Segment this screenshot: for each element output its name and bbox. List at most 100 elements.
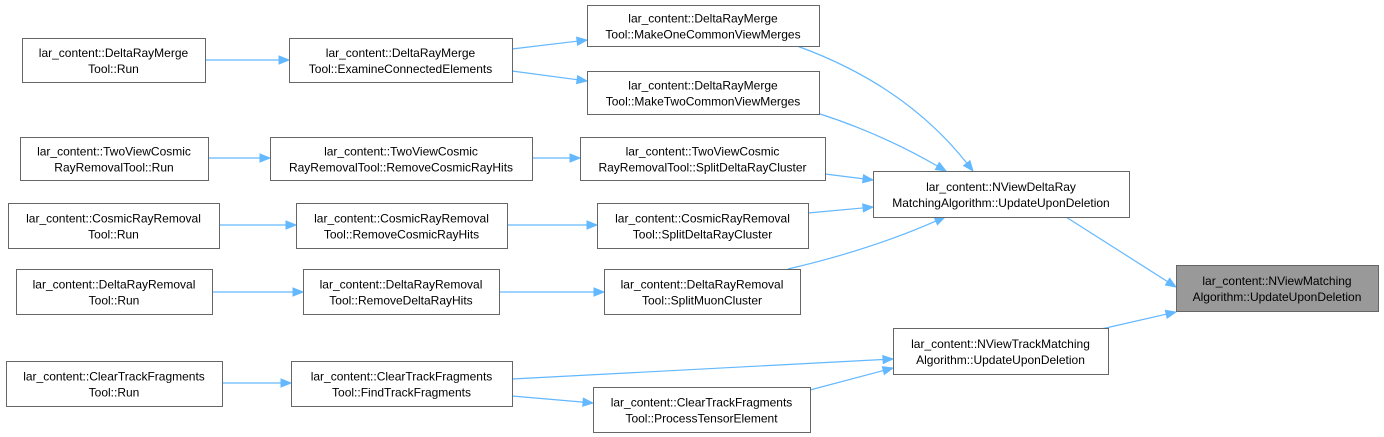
- node-label-line: lar_content::CosmicRayRemoval: [26, 212, 201, 226]
- node-root[interactable]: lar_content::NViewMatchingAlgorithm::Upd…: [1176, 265, 1379, 312]
- node-box: [873, 171, 1130, 218]
- node-label-line: RayRemovalTool::SplitDeltaRayCluster: [598, 161, 806, 175]
- node-tvremove[interactable]: lar_content::TwoViewCosmicRayRemovalTool…: [270, 137, 533, 181]
- arrowhead: [280, 378, 293, 388]
- arrowhead: [582, 397, 595, 407]
- arrowhead: [1164, 309, 1178, 319]
- edge-exam-to-mtcv: [511, 70, 589, 85]
- node-label-line: lar_content::CosmicRayRemoval: [615, 212, 790, 226]
- node-label-line: lar_content::DeltaRayMerge: [628, 79, 778, 93]
- node-label-line: RayRemovalTool::Run: [54, 161, 173, 175]
- node-label-line: Algorithm::UpdateUponDeletion: [916, 353, 1085, 367]
- edge-ctfproc-to-ntm: [809, 366, 895, 391]
- arrowhead: [962, 159, 974, 173]
- node-box: [270, 137, 533, 181]
- arrowhead: [576, 36, 589, 46]
- node-tvrun[interactable]: lar_content::TwoViewCosmicRayRemovalTool…: [20, 137, 209, 181]
- node-ctfrun[interactable]: lar_content::ClearTrackFragmentsTool::Ru…: [6, 361, 223, 407]
- node-label-line: Tool::ExamineConnectedElements: [309, 62, 492, 76]
- edge-drrun-to-drremove: [212, 287, 305, 297]
- edge-ntm-to-root: [1096, 309, 1178, 331]
- node-label-line: Tool::MakeOneCommonViewMerges: [605, 28, 800, 42]
- node-label-line: lar_content::CosmicRayRemoval: [314, 212, 489, 226]
- edge-tvremove-to-tvsplit: [532, 153, 582, 163]
- node-box: [6, 361, 223, 407]
- node-label-line: lar_content::DeltaRayMerge: [628, 12, 778, 26]
- edge-tvrun-to-tvremove: [208, 153, 272, 163]
- node-label-line: lar_content::DeltaRayRemoval: [33, 278, 196, 292]
- edge-drmrun-to-exam: [205, 55, 291, 65]
- node-box: [8, 203, 220, 249]
- edge-crrun-to-crremove: [219, 220, 298, 230]
- node-box: [296, 203, 508, 249]
- node-box: [893, 328, 1109, 375]
- node-ntm[interactable]: lar_content::NViewTrackMatchingAlgorithm…: [893, 328, 1109, 375]
- node-drremove[interactable]: lar_content::DeltaRayRemovalTool::Remove…: [303, 269, 500, 315]
- arrowhead: [569, 153, 582, 163]
- arrowhead: [881, 366, 895, 376]
- node-exam[interactable]: lar_content::DeltaRayMergeTool::ExamineC…: [289, 38, 513, 83]
- arrowhead: [862, 203, 875, 213]
- edge-mtcv-to-ndr: [816, 112, 948, 172]
- node-label-line: lar_content::NViewDeltaRay: [926, 180, 1076, 194]
- arrowhead: [933, 216, 947, 226]
- arrowhead: [285, 220, 298, 230]
- nodes-layer: lar_content::NViewMatchingAlgorithm::Upd…: [6, 5, 1379, 433]
- edge-drremove-to-drsplit: [499, 287, 606, 297]
- node-label-line: lar_content::ClearTrackFragments: [23, 370, 205, 384]
- node-label-line: RayRemovalTool::RemoveCosmicRayHits: [289, 161, 513, 175]
- node-box: [303, 269, 500, 315]
- edge-tvsplit-to-ndr: [824, 173, 875, 184]
- arrowhead: [861, 173, 875, 184]
- edge-crremove-to-crsplit: [507, 220, 599, 230]
- edge-ctfrun-to-ctffind: [222, 378, 293, 388]
- node-crremove[interactable]: lar_content::CosmicRayRemovalTool::Remov…: [296, 203, 508, 249]
- node-label-line: lar_content::TwoViewCosmic: [37, 145, 191, 159]
- node-mocv[interactable]: lar_content::DeltaRayMergeTool::MakeOneC…: [587, 5, 820, 47]
- arrowhead: [1164, 277, 1178, 288]
- node-drsplit[interactable]: lar_content::DeltaRayRemovalTool::SplitM…: [604, 269, 801, 315]
- node-mtcv[interactable]: lar_content::DeltaRayMergeTool::MakeTwoC…: [587, 71, 820, 115]
- node-label-line: Tool::RemoveCosmicRayHits: [324, 228, 479, 242]
- node-label-line: lar_content::NViewTrackMatching: [911, 337, 1090, 351]
- arrowhead: [882, 354, 895, 365]
- node-ndr[interactable]: lar_content::NViewDeltaRayMatchingAlgori…: [873, 171, 1130, 218]
- node-crsplit[interactable]: lar_content::CosmicRayRemovalTool::Split…: [597, 203, 809, 249]
- node-box: [291, 361, 513, 407]
- edge-ctffind-to-ntm: [511, 354, 895, 380]
- arrowhead: [593, 287, 606, 297]
- node-label-line: Tool::ProcessTensorElement: [625, 412, 778, 426]
- node-tvsplit[interactable]: lar_content::TwoViewCosmicRayRemovalTool…: [580, 137, 826, 181]
- node-label-line: Tool::MakeTwoCommonViewMerges: [606, 95, 801, 109]
- node-box: [16, 269, 213, 315]
- edges-layer: [205, 36, 1178, 407]
- node-label-line: MatchingAlgorithm::UpdateUponDeletion: [892, 196, 1109, 210]
- node-box: [289, 38, 513, 83]
- node-ctffind[interactable]: lar_content::ClearTrackFragmentsTool::Fi…: [291, 361, 513, 407]
- node-label-line: Tool::Run: [89, 386, 140, 400]
- arrowhead: [278, 55, 291, 65]
- node-box: [20, 137, 209, 181]
- node-ctfproc[interactable]: lar_content::ClearTrackFragmentsTool::Pr…: [593, 387, 811, 433]
- node-box: [593, 387, 811, 433]
- node-box: [587, 5, 820, 47]
- node-label-line: lar_content::DeltaRayRemoval: [320, 278, 483, 292]
- node-label-line: lar_content::NViewMatching: [1202, 274, 1351, 288]
- node-box: [580, 137, 826, 181]
- node-box: [597, 203, 809, 249]
- node-label-line: lar_content::DeltaRayMerge: [326, 46, 476, 60]
- node-label-line: lar_content::DeltaRayMerge: [39, 46, 189, 60]
- node-label-line: Tool::Run: [89, 294, 140, 308]
- node-box: [22, 38, 206, 83]
- node-box: [604, 269, 801, 315]
- node-label-line: lar_content::TwoViewCosmic: [324, 145, 478, 159]
- node-box: [1176, 265, 1379, 312]
- arrowhead: [292, 287, 305, 297]
- edge-drsplit-to-ndr: [787, 216, 947, 270]
- arrowhead: [259, 153, 272, 163]
- node-label-line: lar_content::TwoViewCosmic: [626, 145, 780, 159]
- node-label-line: lar_content::ClearTrackFragments: [611, 396, 793, 410]
